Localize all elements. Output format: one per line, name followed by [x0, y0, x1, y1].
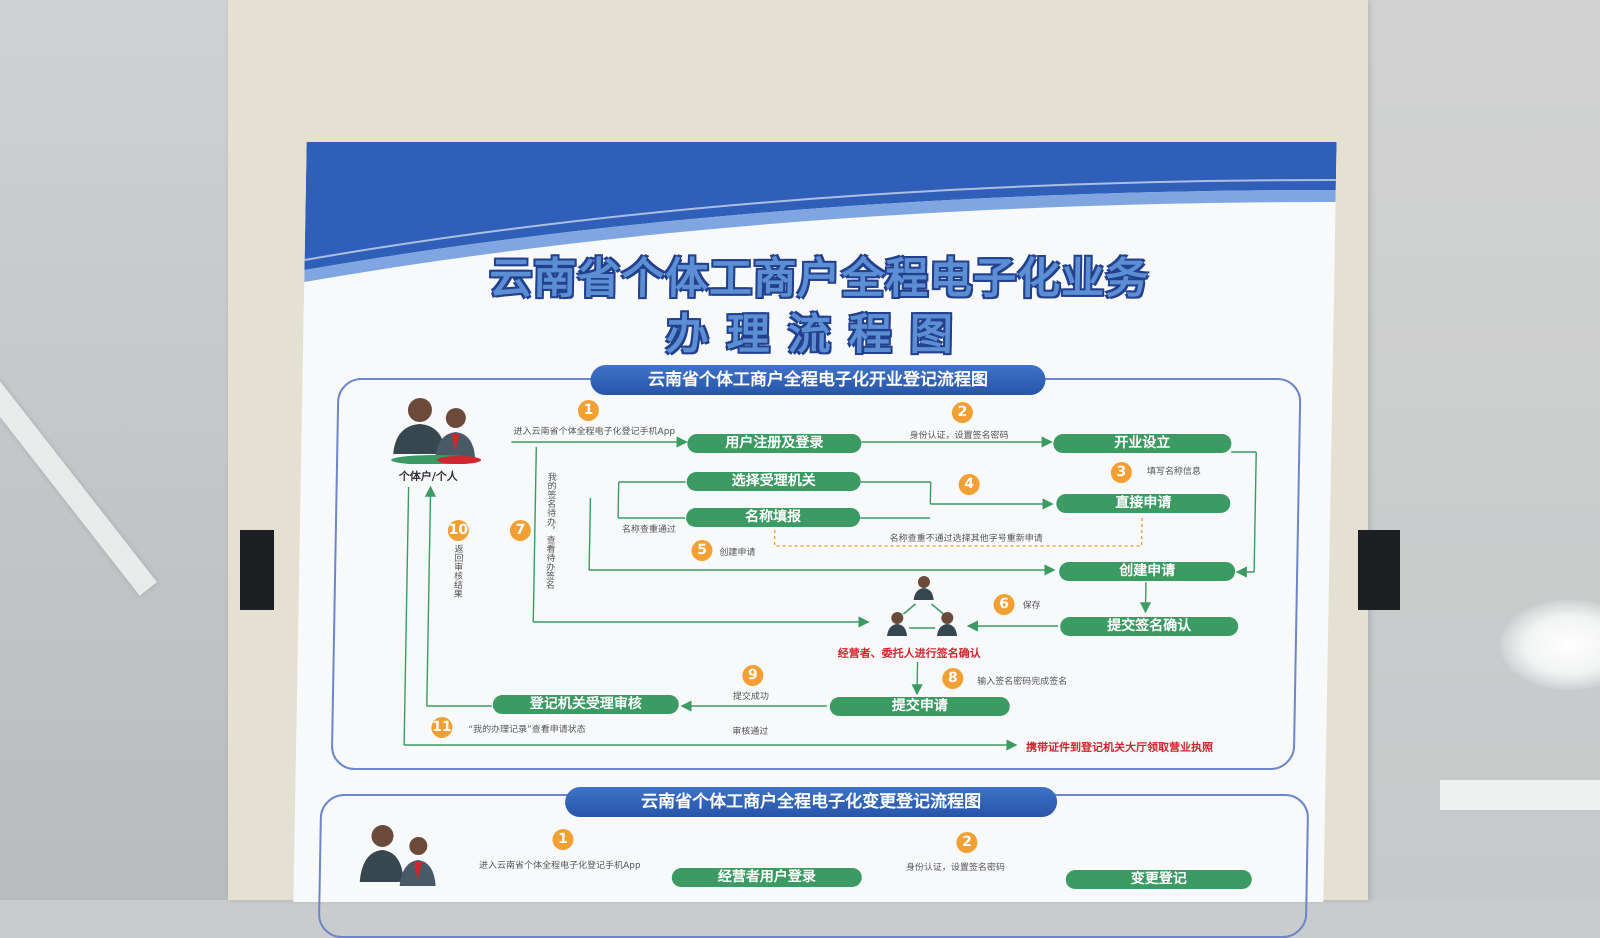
- section2-note-2: 身份认证，设置签名密码: [906, 860, 1005, 873]
- step-submit-sign: 提交签名确认: [1060, 617, 1238, 636]
- note-4: 名称查重通过: [622, 522, 676, 535]
- note-2: 身份认证，设置签名密码: [909, 428, 1008, 441]
- signers-icon: [883, 574, 964, 642]
- section2-note-1: 进入云南省个体全程电子化登记手机App: [479, 858, 641, 871]
- step-choose-authority: 选择受理机关: [687, 472, 861, 491]
- step-open-setup: 开业设立: [1053, 434, 1231, 453]
- note-11: “我的办理记录”查看申请状态: [468, 722, 586, 735]
- wall-right: [1335, 0, 1600, 900]
- note-9: 提交成功: [733, 689, 769, 702]
- business-owner-icon-2: [353, 822, 444, 902]
- note-review-pass: 审核通过: [732, 724, 768, 737]
- section2-step-change: 变更登记: [1066, 870, 1252, 889]
- note-8: 输入签名密码完成签名: [977, 674, 1067, 687]
- ceiling-edge: [1440, 780, 1600, 810]
- note-7: 我的签名待办，查看待办签名: [543, 472, 558, 589]
- note-final: 携带证件到登记机关大厅领取营业执照: [1026, 739, 1213, 755]
- step-register-login: 用户注册及登录: [687, 434, 861, 453]
- step-authority-review: 登记机关受理审核: [493, 695, 679, 714]
- step-direct-apply: 直接申请: [1056, 494, 1230, 513]
- badge-11: 11: [431, 717, 452, 738]
- note-signers: 经营者、委托人进行签名确认: [838, 645, 981, 661]
- note-1: 进入云南省个体全程电子化登记手机App: [513, 424, 675, 437]
- board-bracket-left: [240, 530, 274, 610]
- note-10: 返回审核结果: [451, 544, 465, 598]
- business-owner-icon: [381, 392, 492, 464]
- note-6: 保存: [1022, 598, 1040, 611]
- actor-label: 个体户/个人: [399, 468, 458, 484]
- note-5: 创建申请: [719, 545, 755, 558]
- process-poster: 云南省个体工商户全程电子化业务 办理流程图 云南省个体工商户全程电子化开业登记流…: [293, 142, 1336, 902]
- step-name-fill: 名称填报: [686, 508, 860, 527]
- step-submit-apply: 提交申请: [830, 697, 1010, 716]
- badge-10: 10: [448, 520, 469, 541]
- section2-step-login: 经营者用户登录: [672, 868, 862, 887]
- board-bracket-right: [1358, 530, 1400, 610]
- section2-title: 云南省个体工商户全程电子化变更登记流程图: [565, 787, 1058, 817]
- note-recheck: 名称查重不通过选择其他字号重新申请: [890, 531, 1043, 544]
- step-create-apply: 创建申请: [1059, 562, 1235, 581]
- note-3: 填写名称信息: [1147, 464, 1201, 477]
